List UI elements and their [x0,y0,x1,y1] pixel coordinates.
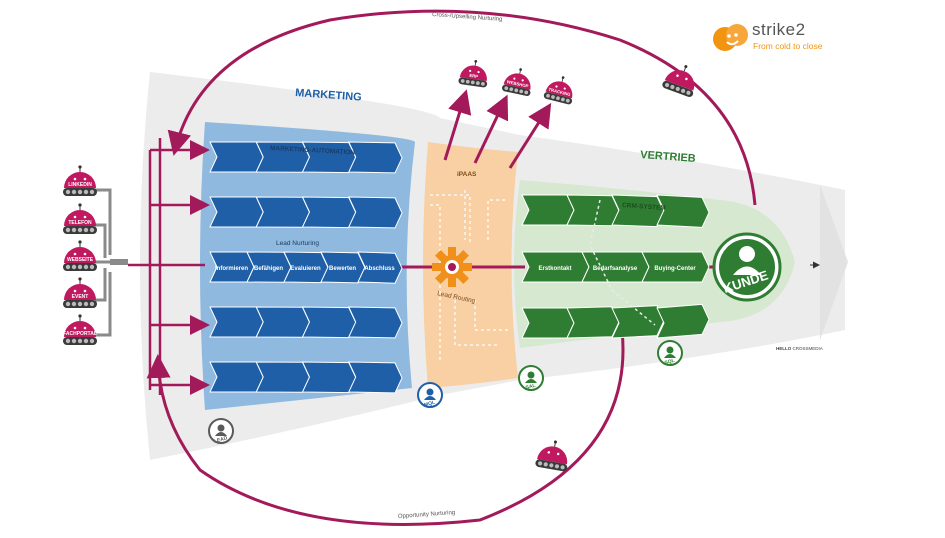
source-robot: FACHPORTAL [63,314,97,345]
stage-chevron [349,307,402,338]
source-robot: EVENT [63,277,97,308]
stage-chevron [210,142,263,172]
stage-chevron [567,195,619,226]
lead-badge: LEAD [209,419,233,445]
source-bracket [95,190,128,335]
stage-chevron [612,306,664,338]
marketing-row [210,307,402,338]
crm-stage-label: Bedarfsanalyse [593,266,638,272]
stage-chevron [303,362,356,393]
stage-chevron [522,308,574,338]
stage-chevron [256,197,309,227]
crm-stage-rows: Erstkontakt Bedarfsanalyse Buying-Center [522,195,709,338]
ipaas-title: iPAAS [457,171,477,178]
crm-stage-label: Erstkontakt [538,266,571,272]
lead-routing-gear-icon [432,247,472,287]
stage-chevron [303,197,356,228]
marketing-stage-label: Evaluieren [290,266,321,272]
robot-label: WEBSEITE [67,257,94,263]
logo-tagline: From cold to close [753,41,822,51]
stage-chevron [522,195,574,225]
source-robot: TELEFON [63,203,97,234]
marketing-stage-label: Befähigen [254,266,283,272]
stage-chevron [567,307,619,338]
credit-text: HELLO CROSSMEDIA [776,346,823,351]
system-robot: TRACKING [543,73,577,105]
stage-chevron [210,307,263,337]
robot-label: EVENT [72,294,89,300]
stage-chevron [657,304,709,338]
marketing-row [210,197,402,228]
stage-chevron [349,142,402,173]
sal-badge: SAL [519,366,543,391]
lead-nurturing-label: Lead Nurturing [276,240,319,247]
robot-label: LINKEDIN [68,182,92,188]
marketing-stage-label: Informieren [215,266,248,272]
robot-label: TELEFON [68,220,92,226]
robot-label: FACHPORTAL [63,331,97,337]
marketing-stage-label: Bewerten [329,266,356,272]
opportunity-robot [535,438,572,472]
source-robot: LINKEDIN [63,165,97,196]
opportunity-label: Opportunity Nurturing [398,510,456,520]
logo-name: strike2 [752,20,806,40]
system-robot: WEBSHOP [501,65,535,96]
source-robot: WEBSEITE [63,240,97,271]
stage-chevron [256,307,309,337]
stage-chevron [210,362,263,392]
stage-chevron [303,307,356,338]
stage-chevron [349,197,402,228]
system-robot: ERP [458,58,490,88]
mql-badge: MQL [418,383,442,408]
stage-chevron [256,362,309,392]
stage-chevron [210,197,263,227]
strike2-logo-icon [712,22,750,54]
strike2-logo: strike2 From cold to close [712,18,852,58]
marketing-stage-label: Abschluss [364,266,395,272]
marketing-row [210,362,402,393]
sql-badge: SQL [658,341,682,366]
crm-row [522,304,709,338]
stage-chevron [349,362,402,393]
crm-row [522,195,709,227]
crm-stage-label: Buying-Center [654,266,696,272]
